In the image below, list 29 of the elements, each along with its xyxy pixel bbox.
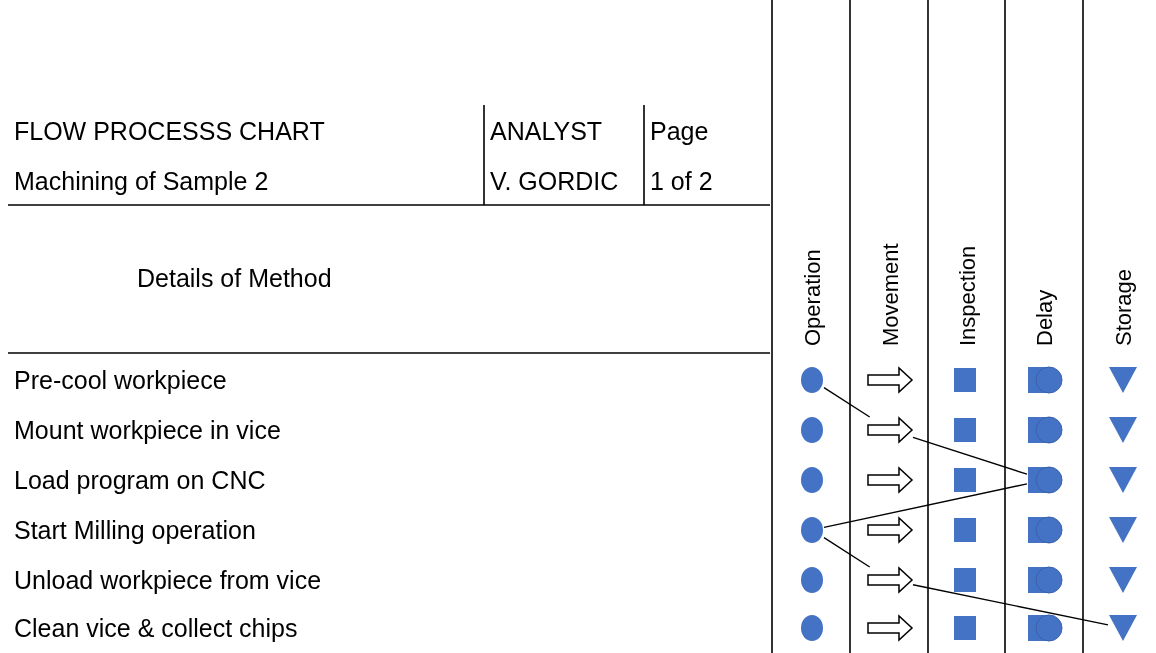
step-text: Start Milling operation xyxy=(14,515,256,545)
step-text: Pre-cool workpiece xyxy=(14,365,227,395)
table-text: ANALYST xyxy=(490,116,603,146)
table-text: V. GORDIC xyxy=(490,166,619,196)
circle-icon xyxy=(800,366,824,394)
flow-line xyxy=(823,537,871,568)
delay-icon xyxy=(1027,466,1063,494)
flow-line xyxy=(912,436,1028,475)
table-text: Details of Method xyxy=(137,263,332,293)
column-header: Movement xyxy=(878,243,904,346)
flow-line xyxy=(912,584,1109,626)
step-text: Load program on CNC xyxy=(14,465,266,495)
triangle-icon xyxy=(1108,614,1138,642)
flow-line xyxy=(823,483,1028,529)
block-arrow-icon xyxy=(867,417,913,443)
step-text: Clean vice & collect chips xyxy=(14,613,298,643)
column-header: Delay xyxy=(1032,289,1058,346)
column-header: Operation xyxy=(800,249,826,346)
circle-icon xyxy=(800,516,824,544)
block-arrow-icon xyxy=(867,567,913,593)
table-text: 1 of 2 xyxy=(650,166,713,196)
table-text: Machining of Sample 2 xyxy=(14,166,269,196)
column-header: Storage xyxy=(1111,268,1137,346)
step-text: Mount workpiece in vice xyxy=(14,415,281,445)
step-text: Unload workpiece from vice xyxy=(14,565,322,595)
table-text: FLOW PROCESSS CHART xyxy=(14,116,325,146)
table-text: Page xyxy=(650,116,709,146)
column-header: Inspection xyxy=(955,245,981,346)
flow-line xyxy=(823,387,871,418)
